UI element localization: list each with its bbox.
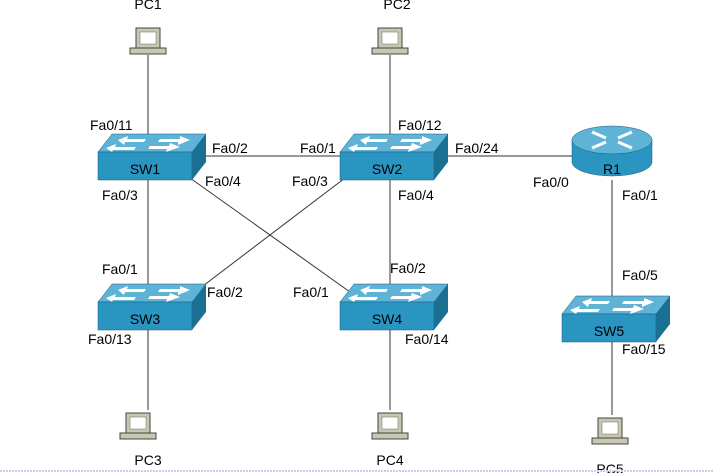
port-label: Fa0/0 bbox=[533, 174, 569, 190]
device-label: PC2 bbox=[383, 0, 410, 12]
port-label: Fa0/5 bbox=[622, 267, 658, 283]
port-label: Fa0/15 bbox=[622, 341, 666, 357]
pc-pc4[interactable]: PC4 bbox=[371, 412, 409, 468]
switch-sw2[interactable]: SW2 bbox=[339, 133, 449, 181]
switch-side-face bbox=[434, 284, 448, 330]
switch-front-face bbox=[97, 301, 193, 331]
device-label: R1 bbox=[603, 161, 621, 177]
port-label: Fa0/4 bbox=[398, 187, 434, 203]
port-label: Fa0/14 bbox=[405, 331, 449, 347]
port-label: Fa0/2 bbox=[207, 284, 243, 300]
port-label: Fa0/1 bbox=[102, 261, 138, 277]
port-label: Fa0/13 bbox=[88, 331, 132, 347]
device-label: PC4 bbox=[376, 452, 403, 468]
pc-keyboard-icon bbox=[129, 47, 167, 55]
port-label: Fa0/3 bbox=[102, 187, 138, 203]
port-label: Fa0/2 bbox=[212, 140, 248, 156]
device-label: SW4 bbox=[372, 311, 403, 327]
switch-side-face bbox=[192, 284, 206, 330]
device-label: PC3 bbox=[134, 452, 161, 468]
port-label: Fa0/1 bbox=[622, 187, 658, 203]
pc-pc1[interactable]: PC1 bbox=[129, 0, 167, 55]
switch-sw3[interactable]: SW3 bbox=[97, 283, 207, 331]
pc-keyboard-icon bbox=[591, 437, 629, 445]
pc-pc3[interactable]: PC3 bbox=[119, 412, 162, 468]
port-label: Fa0/2 bbox=[390, 260, 426, 276]
switch-sw5[interactable]: SW5 bbox=[561, 295, 671, 343]
device-label: SW1 bbox=[130, 161, 161, 177]
router-arrows-icon bbox=[591, 130, 633, 150]
device-label: PC1 bbox=[134, 0, 161, 12]
router-r1[interactable]: R1 bbox=[571, 125, 653, 177]
switch-side-face bbox=[192, 134, 206, 180]
switch-side-face bbox=[656, 296, 670, 342]
port-label: Fa0/24 bbox=[455, 140, 499, 156]
switch-arrows-icon bbox=[106, 286, 190, 302]
switch-arrows-icon bbox=[348, 136, 432, 152]
switch-front-face bbox=[339, 151, 435, 181]
port-label: Fa0/3 bbox=[292, 173, 328, 189]
port-label: Fa0/1 bbox=[300, 140, 336, 156]
switch-side-face bbox=[434, 134, 448, 180]
device-label: SW5 bbox=[594, 323, 625, 339]
switch-arrows-icon bbox=[570, 298, 654, 314]
switch-front-face bbox=[561, 313, 657, 343]
switch-arrows-icon bbox=[348, 286, 432, 302]
switch-front-face bbox=[339, 301, 435, 331]
pc-pc2[interactable]: PC2 bbox=[371, 0, 411, 55]
device-label: SW3 bbox=[130, 311, 161, 327]
pc-keyboard-icon bbox=[119, 432, 157, 440]
device-label: SW2 bbox=[372, 161, 403, 177]
port-label: Fa0/1 bbox=[293, 284, 329, 300]
pc-pc5[interactable]: PC5 bbox=[591, 417, 629, 473]
pc-keyboard-icon bbox=[371, 47, 409, 55]
switch-sw1[interactable]: SW1 bbox=[97, 133, 207, 181]
port-label: Fa0/4 bbox=[205, 173, 241, 189]
port-label: Fa0/12 bbox=[398, 117, 442, 133]
pc-keyboard-icon bbox=[371, 432, 409, 440]
router-top bbox=[571, 125, 653, 155]
switch-arrows-icon bbox=[106, 136, 190, 152]
port-label: Fa0/11 bbox=[90, 117, 133, 133]
switch-front-face bbox=[97, 151, 193, 181]
switch-sw4[interactable]: SW4 bbox=[339, 283, 449, 331]
link-sw2-sw3 bbox=[194, 177, 346, 293]
